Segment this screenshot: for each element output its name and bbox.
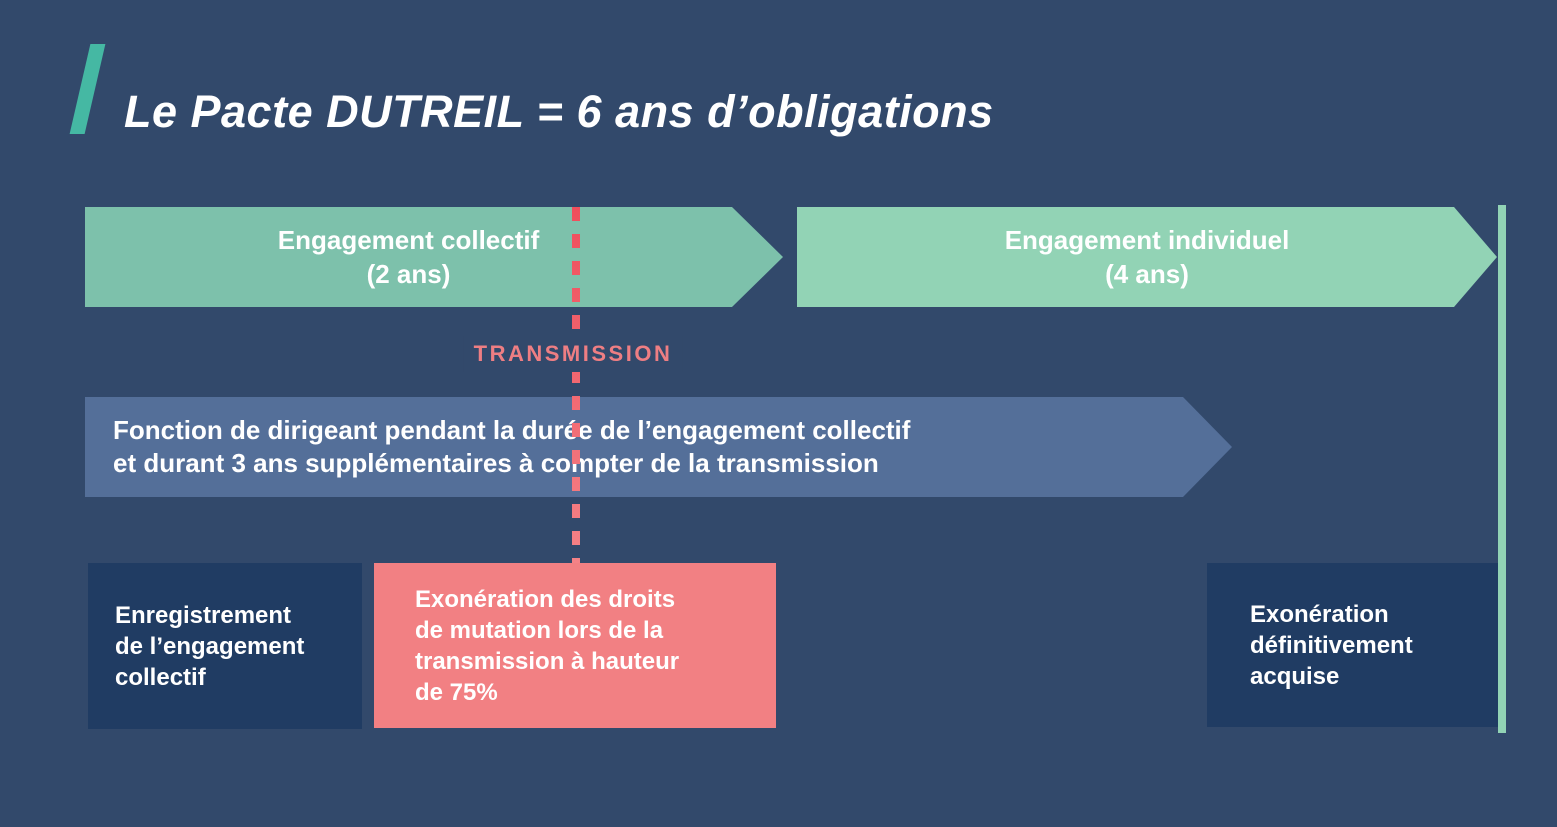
individual-engagement-arrow: Engagement individuel (4 ans) [797, 207, 1497, 307]
final-exoneration-box: Exonération définitivement acquise [1207, 563, 1500, 727]
transmission-label: TRANSMISSION [463, 336, 683, 372]
final-exoneration-line-3: acquise [1250, 662, 1340, 690]
final-exoneration-line-1: Exonération [1250, 600, 1389, 628]
director-function-banner: Fonction de dirigeant pendant la durée d… [85, 397, 1232, 497]
transmission-dashed-line [572, 207, 580, 563]
individual-engagement-label: Engagement individuel [1004, 225, 1290, 255]
title-slash-decoration [69, 44, 106, 134]
registration-box: Enregistrement de l’engagement collectif [88, 563, 362, 729]
exoneration-75-line-3: transmission à hauteur [415, 647, 680, 675]
exoneration-75-line-1: Exonération des droits [415, 585, 676, 613]
exoneration-75-box: Exonération des droits de mutation lors … [374, 563, 776, 728]
individual-engagement-duration: (4 ans) [1105, 259, 1189, 289]
registration-box-line-1: Enregistrement [115, 601, 292, 629]
exoneration-75-line-2: de mutation lors de la [415, 616, 664, 644]
registration-box-line-3: collectif [115, 663, 206, 691]
director-function-line-1: Fonction de dirigeant pendant la durée d… [113, 415, 911, 445]
final-exoneration-line-2: définitivement [1250, 631, 1413, 659]
exoneration-75-line-4: de 75% [415, 678, 498, 706]
registration-box-line-2: de l’engagement [115, 632, 305, 660]
collective-engagement-arrow: Engagement collectif (2 ans) [85, 207, 783, 307]
collective-engagement-label: Engagement collectif [277, 225, 540, 255]
collective-engagement-duration: (2 ans) [366, 259, 451, 289]
director-function-line-2: et durant 3 ans supplémentaires à compte… [113, 448, 879, 478]
page-title: Le Pacte DUTREIL = 6 ans d’obligations [124, 86, 994, 138]
timeline-end-line [1498, 205, 1506, 733]
